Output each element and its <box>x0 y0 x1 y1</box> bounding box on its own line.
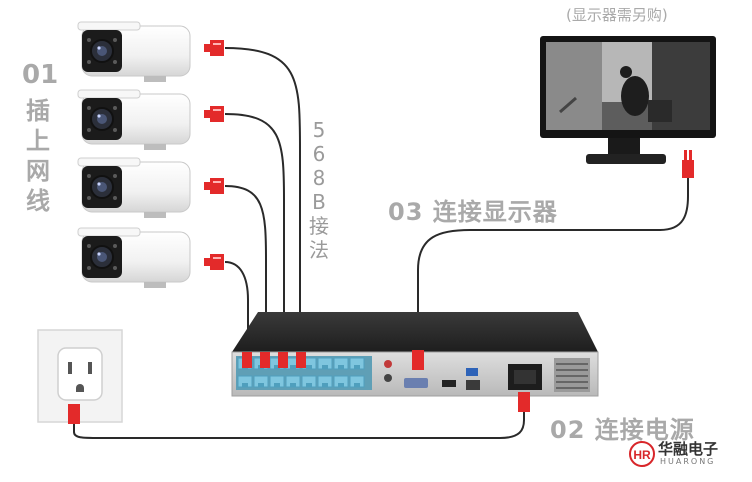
camera-1 <box>77 21 191 83</box>
network-cable-2 <box>224 113 285 352</box>
connector-camera-4 <box>204 254 224 270</box>
connector-outlet-plug <box>68 404 80 424</box>
wiring-standard-label: 568B接法 <box>309 118 329 262</box>
monitor-note: (显示器需另购) <box>566 6 668 24</box>
network-cables <box>224 47 301 352</box>
camera-4 <box>77 227 191 289</box>
step-2-label: 02 连接电源 <box>550 416 695 444</box>
step-3-label: 03 连接显示器 <box>388 198 558 226</box>
audio-port-1 <box>384 360 392 368</box>
connector-nvr-power <box>518 392 530 412</box>
connector-camera-2 <box>204 106 224 122</box>
connector-nvr-hdmi <box>412 350 424 370</box>
hr-logo-icon: HR <box>629 441 655 467</box>
display-cable <box>417 166 689 352</box>
network-cable-3 <box>224 185 267 352</box>
usb-port <box>466 368 478 376</box>
connector-nvr-lan-2 <box>260 352 270 368</box>
connector-nvr-lan-3 <box>278 352 288 368</box>
step-1-label: 插上网线 <box>26 97 50 215</box>
camera-2 <box>77 89 191 151</box>
hr-logo-letters: HR <box>633 448 651 462</box>
rj45-uplink-port <box>466 380 480 390</box>
fan-grille <box>554 358 590 392</box>
connector-nvr-lan-1 <box>242 352 252 368</box>
hdmi-port <box>442 380 456 387</box>
network-cable-1 <box>224 47 301 352</box>
vga-port <box>404 378 428 388</box>
step-1-number: 01 <box>22 60 59 90</box>
camera-3 <box>77 157 191 219</box>
power-cable <box>73 396 525 439</box>
brand-name-en: HUARONG <box>660 457 716 466</box>
connector-nvr-lan-4 <box>296 352 306 368</box>
audio-port-2 <box>384 374 392 382</box>
connector-camera-1 <box>204 40 224 56</box>
connector-camera-3 <box>204 178 224 194</box>
brand-logo: HR 华融电子 HUARONG <box>628 436 746 472</box>
monitor <box>540 36 716 164</box>
brand-name-cn: 华融电子 <box>658 440 719 458</box>
monitor-scene-figure <box>621 76 649 116</box>
network-cable-4 <box>224 261 249 352</box>
connector-monitor <box>682 150 694 178</box>
